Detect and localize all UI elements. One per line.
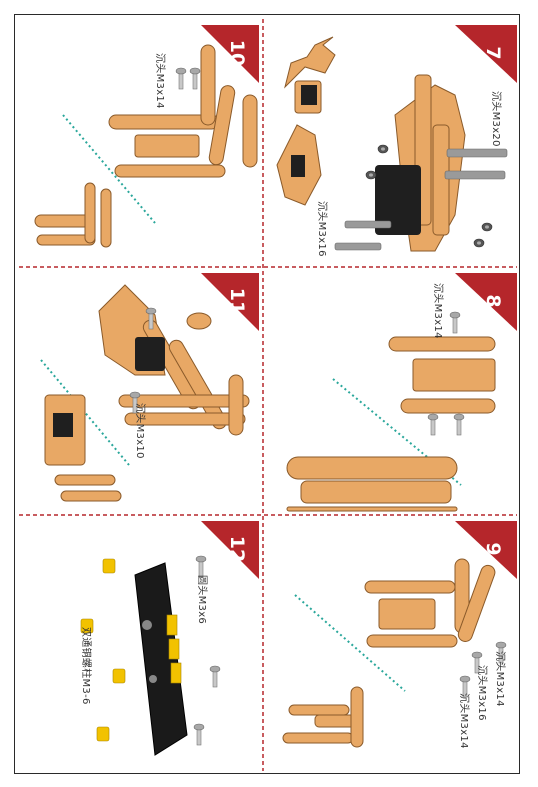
step12-illustration	[80, 558, 188, 756]
step7-illustration	[276, 36, 508, 252]
step8-illustration	[286, 336, 496, 512]
step11-illustration	[44, 284, 250, 502]
step10-illustration	[34, 44, 258, 248]
step12-label-m3x6: 圆头M3x6	[196, 575, 207, 625]
step-corners	[201, 25, 517, 579]
step-11-number: 11	[226, 287, 248, 315]
step-12-number: 12	[226, 535, 248, 563]
panel-dividers	[19, 19, 517, 771]
step12-label-standoff: 双通铜螺柱M3-6	[80, 627, 91, 705]
guide-lines	[40, 114, 462, 692]
step9-label-m3x16: 沉头M3x16	[476, 665, 487, 721]
step-9-number: 9	[482, 542, 504, 556]
step8-label-m3x14: 沉头M3x14	[432, 283, 443, 339]
step11-label-m3x10: 沉头M3x10	[134, 403, 145, 459]
step-8-number: 8	[482, 294, 504, 308]
step-7-number: 7	[482, 46, 504, 60]
step7-label-m3x20: 沉头M3x20	[490, 91, 501, 147]
step7-label-m3x16: 沉头M3x16	[316, 201, 327, 257]
step9-label-m3x14-bottom: 沉头M3x14	[458, 693, 469, 749]
instruction-sheet: 7 10 8 11 9 12 沉头M3x20 沉头M3x16 沉头M3x14 沉…	[14, 14, 520, 774]
step-10-number: 10	[226, 39, 248, 67]
step9-label-m3x14-top: 沉头M3x14	[494, 651, 505, 707]
assembly-illustrations	[19, 19, 517, 771]
step10-label-m3x14: 沉头M3x14	[154, 53, 165, 109]
step9-illustration	[282, 558, 496, 748]
